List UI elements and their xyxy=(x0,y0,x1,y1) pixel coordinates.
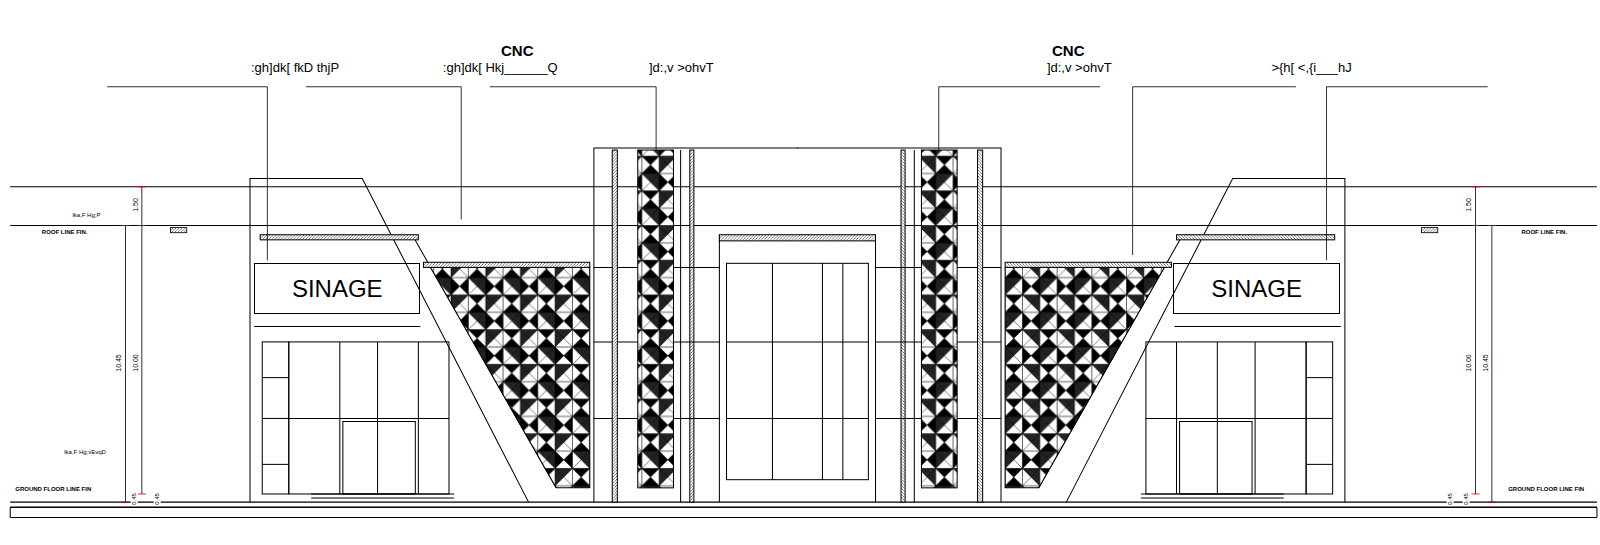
panel-joint xyxy=(262,418,289,419)
leaders xyxy=(107,87,1488,261)
dimension-text: 1.50 xyxy=(1466,197,1474,213)
entrance-mullions xyxy=(727,263,869,479)
dimensions xyxy=(121,187,1495,502)
dimension-text: 10.00 xyxy=(132,354,140,374)
plinth-line xyxy=(10,506,1597,508)
level-label: GROUND FLOOR LINE FIN xyxy=(1507,486,1585,493)
base-end xyxy=(1596,507,1597,517)
roof-line xyxy=(10,225,1597,226)
level-note: lka,F Hg;vEvqD xyxy=(63,449,107,456)
dimension-line xyxy=(141,187,142,494)
signage-band: SINAGE xyxy=(254,263,420,314)
dimension-text: 0.45 xyxy=(154,492,161,506)
callout-note: ]d:,v >ohvT xyxy=(1046,61,1113,75)
central-block xyxy=(594,148,798,502)
ground-line xyxy=(10,502,1597,503)
cnc-pillar xyxy=(638,150,674,488)
step xyxy=(311,493,454,494)
dimension-text: 10.45 xyxy=(1482,354,1490,374)
base-line xyxy=(10,517,1597,518)
level-marker xyxy=(1421,228,1437,233)
leader-line xyxy=(306,87,461,220)
pilaster xyxy=(690,150,694,502)
leader-line xyxy=(107,87,267,261)
pilaster xyxy=(612,150,617,502)
dimension-text: 0.45 xyxy=(1447,492,1454,506)
sign-band-line xyxy=(254,326,420,327)
pilaster-edge xyxy=(680,150,681,502)
cnc-panel xyxy=(431,267,590,487)
datum-line xyxy=(10,186,1597,187)
signage-text: SINAGE xyxy=(292,275,383,303)
callout-note: ]d:,v >ohvT xyxy=(648,61,715,75)
callout-note: :gh]dk[ fkD thjP xyxy=(250,61,340,75)
callout-note: CNC xyxy=(1051,43,1086,60)
leader-line xyxy=(1133,87,1296,255)
mirrored-facade xyxy=(797,148,1345,502)
door xyxy=(343,422,415,494)
level-label: GROUND FLOOR LINE FIN xyxy=(14,486,92,493)
level-marker xyxy=(170,228,186,233)
level-note: lka,F Hg;P xyxy=(71,212,101,219)
dimension-text: 0.45 xyxy=(130,492,137,506)
signage-text: SINAGE xyxy=(1211,275,1302,303)
signage-band: SINAGE xyxy=(1173,263,1339,314)
dimension-line xyxy=(125,226,126,503)
dimension-text: 1.50 xyxy=(132,197,140,213)
panel-joint xyxy=(262,377,289,378)
callout-note: >{h[ <,{i___hJ xyxy=(1270,61,1352,75)
leader-line xyxy=(939,87,1100,150)
half-facade xyxy=(250,148,798,502)
datum-lines xyxy=(10,187,1597,518)
dimension-text: 10.00 xyxy=(1466,354,1474,374)
glazing xyxy=(289,342,449,494)
dimension-line xyxy=(1491,226,1492,503)
entrance-glazing xyxy=(727,263,869,479)
facade-joints xyxy=(594,267,720,418)
leader-line xyxy=(490,87,656,150)
dimension-text: 10.45 xyxy=(116,354,124,374)
entrance-coping xyxy=(719,235,875,241)
callout-note: :gh]dk[ Hkj______Q xyxy=(442,61,559,75)
panel-joint xyxy=(262,464,289,465)
dimension-line xyxy=(1475,187,1476,494)
coping xyxy=(423,262,589,267)
transom xyxy=(289,418,449,419)
leader-line xyxy=(1327,87,1488,261)
side-panel xyxy=(262,342,289,494)
entrance xyxy=(719,235,875,480)
level-label: ROOF LINE FIN. xyxy=(41,229,89,236)
step xyxy=(311,498,454,499)
dimension-ticks xyxy=(121,187,1495,502)
base-end xyxy=(10,507,11,517)
level-label: ROOF LINE FIN. xyxy=(1520,229,1568,236)
door-frame xyxy=(719,235,720,502)
dimension-text: 0.45 xyxy=(1463,492,1470,506)
coping xyxy=(260,235,418,240)
callout-note: CNC xyxy=(500,43,535,60)
